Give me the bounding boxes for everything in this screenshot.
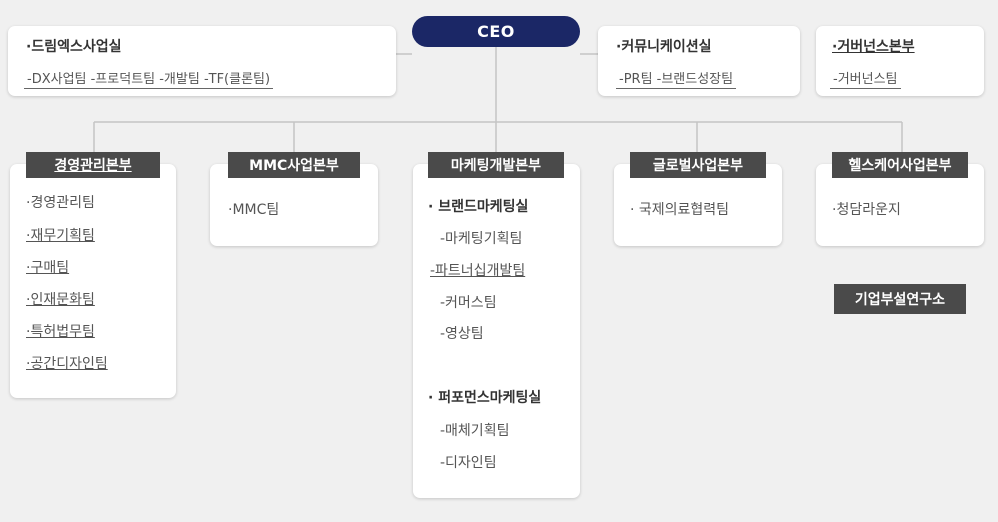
communication-office-box [598,26,800,96]
research-lab-label: 기업부설연구소 [834,284,966,314]
governance-title: ·거버넌스본부 [832,39,915,55]
mgmt-division-box [10,164,176,398]
mgmt-division-title: 경영관리본부 [54,158,132,174]
mgmt-item: ·특허법무팀 [26,324,95,340]
marketing-item: -매체기획팀 [440,423,510,439]
marketing-item: -마케팅기획팀 [440,231,523,247]
governance-box [816,26,984,96]
mmc-division-header: MMC사업본부 [228,152,360,178]
global-item: · 국제의료협력팀 [630,202,730,218]
dreamx-office-box [8,26,396,96]
marketing-item: -디자인팀 [440,455,497,471]
marketing-division-box [413,164,580,498]
mgmt-item: ·경영관리팀 [26,195,95,211]
marketing-division-header: 마케팅개발본부 [428,152,564,178]
communication-office-teams: -PR팀 -브랜드성장팀 [616,68,737,89]
mgmt-item: ·재무기획팀 [26,228,95,244]
marketing-item: -커머스팀 [440,295,497,311]
communication-office-title: ·커뮤니케이션실 [616,39,712,55]
marketing-item: -영상팀 [440,326,484,342]
governance-teams: -거버넌스팀 [830,68,901,89]
healthcare-item: ·청담라운지 [832,202,901,218]
mgmt-division-header: 경영관리본부 [26,152,160,178]
mgmt-item: ·공간디자인팀 [26,356,108,372]
healthcare-division-header: 헬스케어사업본부 [832,152,968,178]
mmc-item: ·MMC팀 [228,202,280,218]
marketing-item: -파트너십개발팀 [430,263,526,279]
mgmt-item: ·구매팀 [26,260,70,276]
dreamx-office-teams: -DX사업팀 -프로덕트팀 -개발팀 -TF(클론팀) [24,68,274,89]
performance-marketing-office: · 퍼포먼스마케팅실 [428,390,542,406]
global-division-header: 글로벌사업본부 [630,152,766,178]
brand-marketing-office: · 브랜드마케팅실 [428,199,529,215]
mgmt-item: ·인재문화팀 [26,292,95,308]
dreamx-office-title: ·드림엑스사업실 [26,39,122,55]
ceo-node: CEO [412,16,580,47]
